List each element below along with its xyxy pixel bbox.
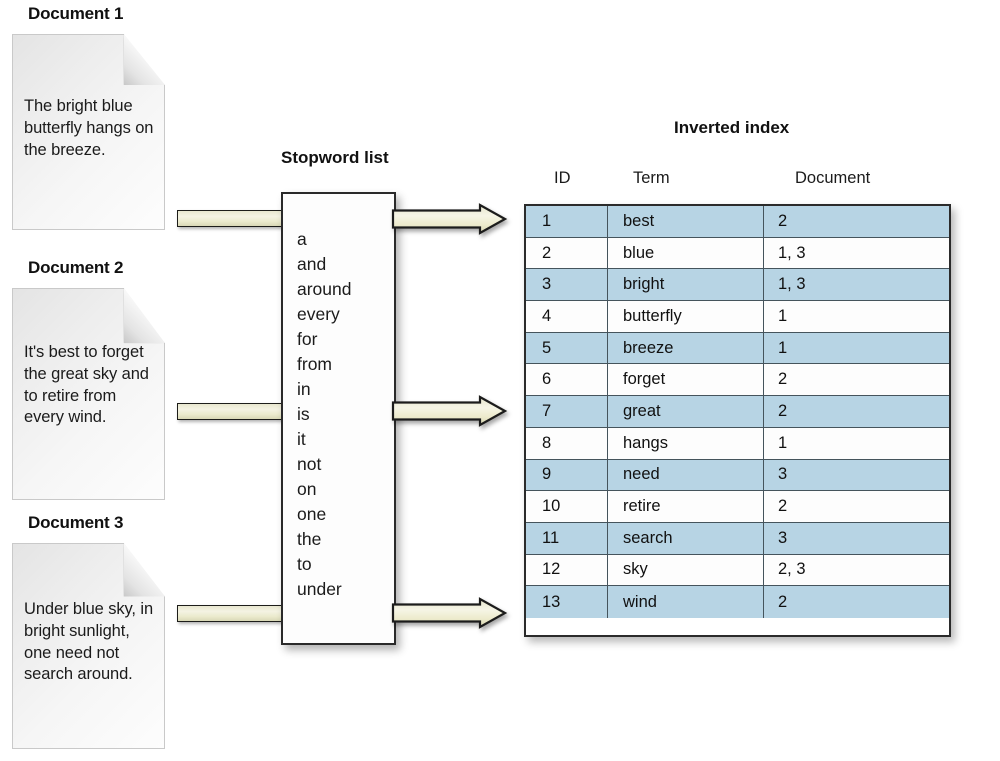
cell-term: bright <box>608 269 764 301</box>
cell-id: 2 <box>526 237 608 269</box>
table-row: 9 need 3 <box>526 459 949 492</box>
cell-document: 3 <box>778 528 788 547</box>
cell-document: 2, 3 <box>778 560 806 579</box>
cell-id: 10 <box>526 491 608 522</box>
document-3-title: Document 3 <box>28 513 124 532</box>
arrow-document-3-to-stopword-list <box>177 605 287 622</box>
stopword-item: around <box>297 279 352 300</box>
table-row: 2 blue 1, 3 <box>526 237 949 270</box>
cell-id: 9 <box>526 459 608 491</box>
stopword-list-words: a and around every for from in is it not… <box>297 227 352 602</box>
cell-term: sky <box>608 554 764 586</box>
arrow-document-1-to-stopword-list <box>177 210 287 227</box>
cell-document: 1 <box>778 338 788 357</box>
cell-id: 4 <box>526 301 608 332</box>
cell-term: hangs <box>608 427 764 459</box>
column-header-id: ID <box>554 169 571 187</box>
document-1-title: Document 1 <box>28 4 124 23</box>
stopword-item: not <box>297 454 322 475</box>
stopword-item: in <box>297 379 311 400</box>
cell-term: butterfly <box>608 301 764 332</box>
cell-id: 8 <box>526 427 608 459</box>
arrow-stopword-list-to-index-1 <box>391 203 508 235</box>
cell-id: 13 <box>526 586 608 618</box>
cell-id: 1 <box>526 206 608 237</box>
cell-document: 2 <box>778 497 788 516</box>
page-fold-icon <box>123 288 165 344</box>
cell-document: 2 <box>778 211 788 230</box>
table-row: 4 butterfly 1 <box>526 301 949 333</box>
stopword-item: under <box>297 579 342 600</box>
cell-id: 5 <box>526 332 608 364</box>
cell-term: breeze <box>608 332 764 364</box>
cell-id: 3 <box>526 269 608 301</box>
table-row: 1 best 2 <box>526 206 949 238</box>
document-3-icon: Under blue sky, in bright sunlight, one … <box>12 543 165 749</box>
arrow-stopword-list-to-index-2 <box>391 395 508 427</box>
inverted-index-table: 1 best 2 2 blue 1, 3 3 bright 1, 3 4 but… <box>524 204 951 637</box>
page-fold-icon <box>123 543 165 597</box>
cell-term: best <box>608 206 764 237</box>
table-row: 8 hangs 1 <box>526 427 949 460</box>
stopword-item: to <box>297 554 312 575</box>
cell-document: 3 <box>778 465 788 484</box>
cell-document: 1 <box>778 306 788 325</box>
stopword-item: on <box>297 479 317 500</box>
table-row: 3 bright 1, 3 <box>526 269 949 302</box>
table-row: 12 sky 2, 3 <box>526 554 949 587</box>
document-2-title: Document 2 <box>28 258 124 277</box>
stopword-list-box: a and around every for from in is it not… <box>281 192 396 645</box>
document-3-text: Under blue sky, in bright sunlight, one … <box>24 600 154 684</box>
stopword-item: a <box>297 229 307 249</box>
cell-term: need <box>608 459 764 491</box>
page-fold-icon <box>123 34 165 85</box>
stopword-item: and <box>297 254 327 275</box>
table-row: 7 great 2 <box>526 396 949 428</box>
cell-document: 1, 3 <box>778 243 806 262</box>
stopword-list-title: Stopword list <box>281 148 389 167</box>
arrow-document-2-to-stopword-list <box>177 403 287 420</box>
stopword-item: from <box>297 354 332 375</box>
cell-id: 12 <box>526 554 608 586</box>
stopword-item: every <box>297 304 340 325</box>
table-row: 10 retire 2 <box>526 491 949 523</box>
stopword-item: the <box>297 529 322 550</box>
cell-term: forget <box>608 364 764 396</box>
cell-document: 1 <box>778 433 788 452</box>
stopword-item: is <box>297 404 310 425</box>
cell-document: 2 <box>778 370 788 389</box>
document-2-text: It's best to forget the great sky and to… <box>24 343 149 427</box>
cell-term: great <box>608 396 764 427</box>
table-row: 6 forget 2 <box>526 364 949 397</box>
column-header-document: Document <box>795 169 871 187</box>
column-header-term: Term <box>633 169 670 187</box>
cell-term: retire <box>608 491 764 522</box>
cell-term: search <box>608 522 764 554</box>
cell-document: 2 <box>778 401 788 420</box>
cell-term: wind <box>608 586 764 618</box>
cell-id: 7 <box>526 396 608 427</box>
table-row: 11 search 3 <box>526 522 949 555</box>
cell-document: 2 <box>778 592 788 611</box>
cell-document: 1, 3 <box>778 275 806 294</box>
table-row: 13 wind 2 <box>526 586 949 618</box>
document-1-text: The bright blue butterfly hangs on the b… <box>24 97 154 159</box>
stopword-item: for <box>297 329 318 350</box>
stopword-item: one <box>297 504 327 525</box>
cell-id: 6 <box>526 364 608 396</box>
cell-id: 11 <box>526 522 608 554</box>
table-row: 5 breeze 1 <box>526 332 949 365</box>
stopword-item: it <box>297 429 306 450</box>
document-1-icon: The bright blue butterfly hangs on the b… <box>12 34 165 230</box>
cell-term: blue <box>608 237 764 269</box>
inverted-index-title: Inverted index <box>674 118 790 137</box>
arrow-stopword-list-to-index-3 <box>391 597 508 629</box>
document-2-icon: It's best to forget the great sky and to… <box>12 288 165 500</box>
